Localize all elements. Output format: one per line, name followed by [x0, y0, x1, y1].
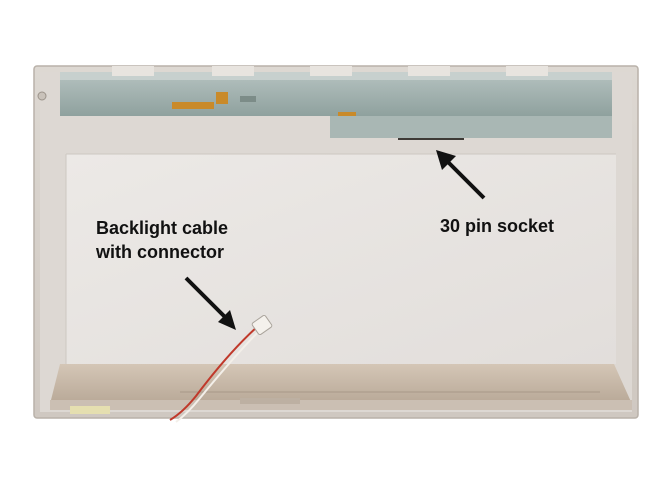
arrow-down-right-icon — [184, 276, 236, 330]
backlight-cable-label: Backlight cable with connector — [96, 216, 228, 264]
arrow-up-left-icon — [436, 150, 486, 200]
circuit-board-strip — [37, 66, 612, 140]
display-face — [65, 153, 616, 364]
backlight-label-line2: with connector — [96, 242, 225, 262]
backlight-label-line1: Backlight cable — [96, 218, 229, 238]
bottom-metal-strip — [50, 364, 632, 414]
socket-label: 30 pin socket — [440, 216, 555, 236]
backlight-connector — [251, 314, 273, 336]
backlight-cable — [169, 314, 273, 423]
